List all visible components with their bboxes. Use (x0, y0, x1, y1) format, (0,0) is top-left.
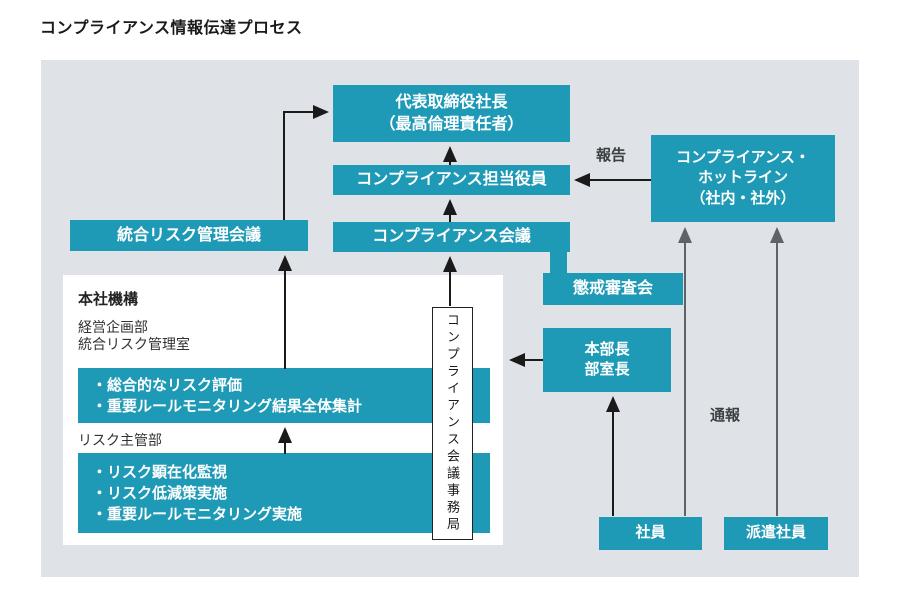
node-employee: 社員 (599, 517, 702, 550)
node-temp-employee-label: 派遣社員 (745, 524, 806, 542)
task-line: ・重要ルールモニタリング実施 (92, 505, 303, 523)
node-compliance-officer-label: コンプライアンス担当役員 (356, 171, 547, 189)
node-temp-employee: 派遣社員 (724, 517, 828, 550)
node-integrated-risk-meeting: 統合リスク管理会議 (70, 220, 308, 251)
node-compliance-meeting-label: コンプライアンス会議 (372, 228, 531, 246)
node-secretariat: コンプライアンス会議事務局 (432, 307, 473, 540)
node-disciplinary-committee-label: 懲戒審査会 (572, 280, 653, 298)
node-hotline: コンプライアンス・ ホットライン （社内・社外） (651, 135, 835, 222)
risk-office-task-bar: ・総合的なリスク評価 ・重要ルールモニタリング結果全体集計 (78, 368, 490, 423)
label-report: 報告 (596, 147, 627, 164)
node-employee-label: 社員 (635, 524, 666, 542)
node-hotline-line3: （社内・社外） (690, 189, 796, 207)
node-integrated-risk-meeting-label: 統合リスク管理会議 (116, 226, 261, 244)
hq-title: 本社機構 (78, 291, 139, 308)
node-president-line2: （最高倫理責任者） (379, 115, 524, 133)
hq-planning-dept: 経営企画部 統合リスク管理室 (78, 319, 190, 353)
node-president-line1: 代表取締役社長 (395, 93, 508, 111)
node-compliance-officer: コンプライアンス担当役員 (333, 165, 570, 195)
node-hotline-line1: コンプライアンス・ (676, 149, 810, 167)
planning-dept-label: 経営企画部 (78, 319, 148, 335)
node-secretariat-label: コンプライアンス会議事務局 (445, 313, 460, 534)
node-division-heads-line1: 本部長 (584, 340, 630, 358)
node-division-heads-line2: 部室長 (584, 361, 630, 378)
task-line: ・総合的なリスク評価 (92, 376, 243, 394)
page-title: コンプライアンス情報伝達プロセス (40, 20, 303, 37)
node-disciplinary-committee: 懲戒審査会 (543, 273, 683, 305)
node-president: 代表取締役社長 （最高倫理責任者） (333, 85, 570, 142)
risk-owner-task-bar: ・リスク顕在化監視 ・リスク低減策実施 ・重要ルールモニタリング実施 (78, 453, 490, 533)
task-line: ・リスク低減策実施 (92, 484, 228, 502)
node-division-heads: 本部長 部室長 (543, 328, 671, 392)
risk-office-label: 統合リスク管理室 (78, 336, 190, 352)
task-line: ・重要ルールモニタリング結果全体集計 (92, 397, 363, 415)
node-compliance-meeting: コンプライアンス会議 (333, 222, 570, 252)
node-hotline-line2: ホットライン (697, 169, 788, 187)
risk-owner-dept-label: リスク主管部 (78, 432, 162, 448)
task-line: ・リスク顕在化監視 (92, 463, 228, 481)
label-whistleblowing: 通報 (710, 407, 741, 424)
hq-structure-box: 本社機構 経営企画部 統合リスク管理室 ・総合的なリスク評価 ・重要ルールモニタ… (63, 275, 503, 545)
